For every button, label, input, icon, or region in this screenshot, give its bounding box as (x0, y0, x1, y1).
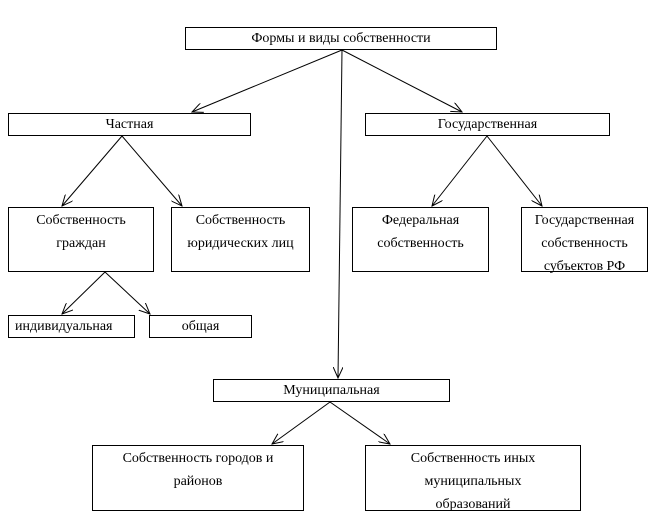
common-node: общая (149, 315, 252, 338)
arrow-private-to-legal-entities (121, 135, 182, 206)
state-label: Государственная (437, 117, 538, 132)
legal-entities-node: Собственность юридических лиц (171, 207, 310, 272)
subjects-node: Государственная собственность субъектов … (521, 207, 648, 274)
private-label: Частная (105, 117, 154, 132)
federal-label: Федеральная собственность (377, 213, 464, 251)
arrow-municipal-to-cities (272, 401, 331, 444)
arrow-state-to-subjects (486, 135, 542, 206)
other-municipal-label: Собственность иных муниципальных образов… (410, 451, 536, 512)
common-label: общая (181, 319, 220, 334)
cities-node: Собственность городов и районов (92, 445, 304, 511)
arrow-private-to-citizens (62, 135, 123, 206)
legal-entities-label: Собственность юридических лиц (187, 213, 294, 251)
root-node: Формы и виды собственности (185, 27, 497, 50)
subjects-label: Государственная собственность субъектов … (534, 213, 635, 274)
federal-node: Федеральная собственность (352, 207, 489, 272)
arrow-state-to-federal (432, 135, 488, 206)
root-label: Формы и виды собственности (251, 31, 431, 46)
individual-node: индивидуальная (8, 315, 135, 338)
individual-label: индивидуальная (15, 319, 113, 334)
arrow-root-to-state (341, 49, 462, 112)
municipal-node: Муниципальная (213, 379, 450, 402)
municipal-label: Муниципальная (283, 383, 380, 398)
citizens-label: Собственность граждан (36, 213, 126, 251)
state-node: Государственная (365, 113, 610, 136)
arrow-root-to-municipal (338, 49, 342, 378)
arrow-root-to-private (192, 49, 343, 112)
arrow-citizens-to-individual (62, 271, 106, 314)
other-municipal-node: Собственность иных муниципальных образов… (365, 445, 581, 512)
cities-label: Собственность городов и районов (122, 451, 274, 489)
arrow-municipal-to-other (329, 401, 390, 444)
citizens-node: Собственность граждан (8, 207, 154, 272)
arrow-citizens-to-common (104, 271, 150, 314)
private-node: Частная (8, 113, 251, 136)
